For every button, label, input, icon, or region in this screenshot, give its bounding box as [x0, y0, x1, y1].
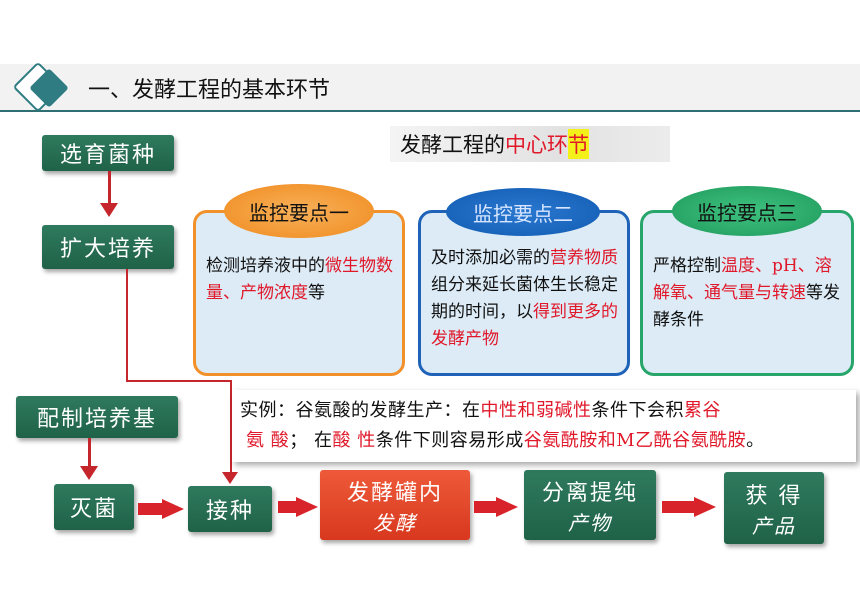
arrow-shaft-2 — [88, 438, 91, 468]
arrow-shaft-6 — [662, 501, 696, 513]
monitor-3-text-a: 严格控制 — [653, 256, 721, 276]
example-text: 条件下则容易形成 — [375, 430, 524, 451]
monitor-3-text-b: 温度、pH、溶解氧、通气量与转速 — [653, 256, 832, 303]
arrow-shaft-1 — [108, 171, 111, 205]
monitor-1-text-a: 检测培养液中的 — [206, 256, 325, 276]
monitor-1-text-d: 产物浓度 — [240, 283, 308, 303]
monitor-3-title: 监控要点三 — [672, 186, 822, 236]
monitor-1-text-e: 等 — [308, 283, 325, 303]
example-line-1: 实例：谷氨酸的发酵生产：在中性和弱碱性条件下会积累谷 — [240, 396, 850, 426]
example-red: 酸 性 — [332, 430, 376, 451]
monitor-2-text-d: 得到更多的发酵产物 — [431, 302, 618, 349]
step-sterilize: 灭菌 — [54, 484, 134, 530]
step-select-strain: 选育菌种 — [42, 135, 174, 171]
product-sub: 产品 — [752, 513, 796, 538]
monitor-1-text-c: 、 — [223, 283, 240, 303]
monitor-1-text-b: 微生物数量 — [206, 256, 393, 303]
example-red: 氨 酸 — [246, 430, 290, 451]
banner-highlight: 节 — [568, 129, 589, 159]
connector-horizontal — [126, 380, 232, 382]
arrow-right-icon — [296, 497, 318, 517]
monitor-box-3: 严格控制温度、pH、溶解氧、通气量与转速等发酵条件 — [640, 210, 854, 376]
arrow-down-icon — [222, 472, 238, 484]
arrow-right-icon — [496, 497, 518, 517]
separate-sub: 产物 — [568, 510, 612, 535]
header-rule — [0, 110, 860, 112]
step-inoculate: 接种 — [188, 486, 272, 532]
product-title: 获 得 — [745, 483, 803, 509]
example-text: 。 — [746, 430, 765, 451]
example-text: 实例：谷氨酸的发酵生产：在 — [240, 400, 481, 421]
arrow-shaft-3 — [138, 503, 164, 515]
example-text: ； 在 — [289, 430, 333, 451]
header-strip — [0, 64, 860, 110]
arrow-shaft-5 — [474, 501, 498, 513]
example-red: 累谷 — [684, 400, 721, 421]
center-banner: 发酵工程的中心环节 — [390, 126, 670, 162]
example-red: 中性和弱碱性 — [480, 400, 592, 421]
monitor-1-title: 监控要点一 — [224, 184, 374, 238]
separate-title: 分离提纯 — [541, 480, 638, 506]
monitor-3-text-c: 等发酵条件 — [653, 283, 840, 330]
arrow-right-icon — [162, 499, 184, 519]
step-prepare-medium: 配制培养基 — [16, 396, 178, 438]
page-title: 一、发酵工程的基本环节 — [88, 78, 331, 103]
step-fermenter: 发酵罐内 发酵 — [320, 470, 470, 540]
example-box: 实例：谷氨酸的发酵生产：在中性和弱碱性条件下会积累谷 氨 酸； 在酸 性条件下则… — [232, 390, 856, 462]
fermenter-title: 发酵罐内 — [346, 480, 443, 506]
step-separate: 分离提纯 产物 — [524, 470, 656, 540]
connector-vertical — [126, 269, 128, 381]
arrow-right-icon — [694, 497, 716, 517]
example-text: 条件下会积 — [591, 400, 684, 421]
arrow-down-icon — [80, 466, 98, 480]
banner-prefix: 发酵工程的 — [400, 133, 505, 157]
banner-red: 中心环 — [505, 133, 568, 157]
step-product: 获 得 产品 — [724, 472, 824, 544]
arrow-down-icon — [100, 203, 118, 217]
monitor-2-text-a: 及时添加必需的 — [431, 248, 550, 268]
example-red: 谷氨酰胺和M乙酰谷氨酰胺 — [523, 430, 747, 451]
monitor-2-text-c: 组分来延长菌体生长稳定期的时间，以 — [431, 275, 618, 322]
monitor-2-title: 监控要点二 — [446, 188, 600, 236]
monitor-box-2: 及时添加必需的营养物质组分来延长菌体生长稳定期的时间，以得到更多的发酵产物 — [418, 210, 630, 376]
connector-down — [230, 380, 232, 474]
step-expand-culture: 扩大培养 — [42, 225, 174, 269]
arrow-shaft-4 — [278, 501, 298, 513]
example-line-2: 氨 酸； 在酸 性条件下则容易形成谷氨酰胺和M乙酰谷氨酰胺。 — [240, 426, 850, 456]
fermenter-sub: 发酵 — [373, 510, 417, 535]
monitor-2-text-b: 营养物质 — [550, 248, 618, 268]
